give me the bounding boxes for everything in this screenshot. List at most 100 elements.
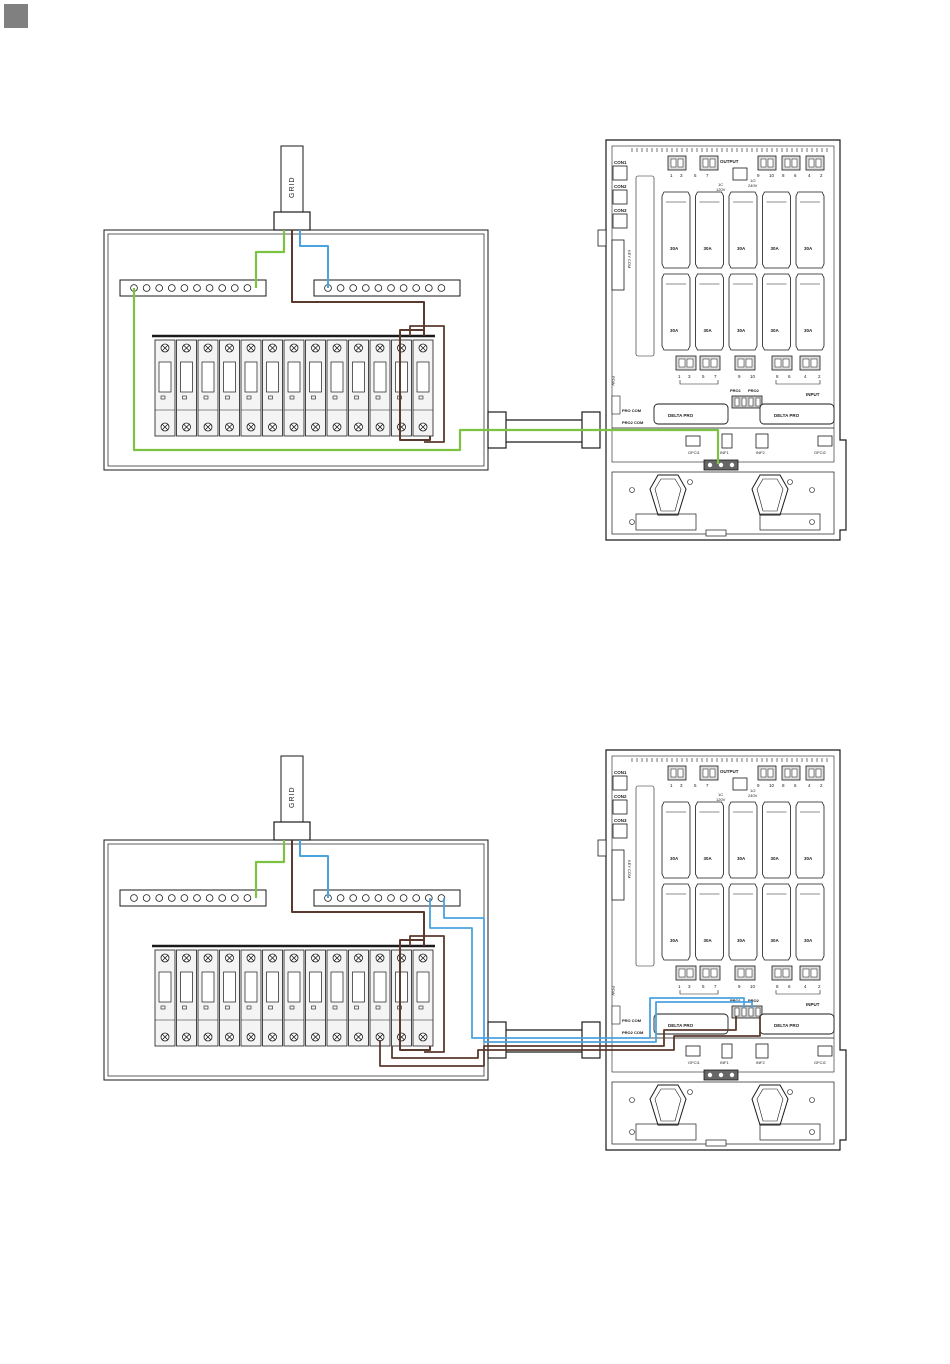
gfci-label-2: GFCI2 bbox=[814, 450, 827, 455]
branch-breaker: 30A bbox=[795, 801, 825, 879]
bus-terminal bbox=[130, 894, 138, 902]
output-label: OUTPUT bbox=[720, 769, 739, 774]
bus-terminal bbox=[155, 894, 164, 902]
bus-terminal bbox=[205, 284, 214, 292]
inf-port bbox=[755, 433, 769, 449]
breaker-rating: 30A bbox=[737, 246, 746, 251]
screw bbox=[809, 487, 815, 493]
input-number: 10 bbox=[750, 374, 756, 379]
grid-fitting bbox=[273, 211, 311, 231]
circuit-breaker bbox=[219, 339, 240, 437]
ct-port bbox=[612, 775, 628, 791]
breaker-rating: 30A bbox=[771, 328, 780, 333]
branch-breaker: 30A bbox=[762, 273, 791, 351]
output-number: 7 bbox=[706, 173, 709, 178]
voltage-label-120: 1C bbox=[718, 182, 723, 187]
breaker-rating: 30A bbox=[737, 328, 746, 333]
branch-breaker: 30A bbox=[695, 273, 724, 351]
ground-bus-bar bbox=[119, 279, 267, 297]
circuit-breaker bbox=[176, 339, 197, 437]
breaker-rating: 30A bbox=[771, 856, 780, 861]
circuit-breaker bbox=[240, 339, 262, 437]
branch-breaker: 30A bbox=[762, 883, 791, 961]
breaker-rating: 30A bbox=[737, 856, 746, 861]
screw bbox=[809, 1097, 815, 1103]
pro-com-port bbox=[611, 1005, 621, 1025]
gfci-port bbox=[685, 1045, 701, 1057]
bus-terminal bbox=[424, 284, 433, 292]
pro-terminal-block bbox=[731, 1005, 763, 1019]
output-number: 1 bbox=[670, 173, 673, 178]
output-number: 3 bbox=[680, 783, 683, 788]
breaker-rating: 30A bbox=[704, 938, 713, 943]
output-number: 5 bbox=[694, 173, 697, 178]
screw bbox=[687, 479, 693, 485]
bus-terminal bbox=[399, 284, 408, 292]
key-com-port bbox=[611, 239, 625, 291]
branch-breaker: 30A bbox=[695, 883, 724, 961]
ct-port-label: CON2 bbox=[614, 794, 627, 799]
bus-terminal bbox=[387, 894, 395, 902]
breaker-rating: 30A bbox=[737, 938, 746, 943]
gfci-port bbox=[685, 435, 701, 447]
breaker-rating: 30A bbox=[804, 856, 813, 861]
screw bbox=[629, 487, 635, 493]
pro-com-port bbox=[611, 395, 621, 415]
branch-breaker: 30A bbox=[661, 883, 691, 961]
circuit-breaker bbox=[197, 949, 219, 1047]
output-connector bbox=[757, 765, 777, 781]
delta-pro-label: DELTA PRO bbox=[774, 1023, 800, 1028]
input-number: 10 bbox=[750, 984, 756, 989]
branch-breaker: 30A bbox=[762, 191, 791, 269]
input-number: 7 bbox=[714, 374, 717, 379]
circuit-breaker bbox=[369, 949, 391, 1047]
breaker-rating: 30A bbox=[670, 246, 679, 251]
bus-terminal bbox=[142, 284, 151, 292]
circuit-breaker bbox=[262, 949, 283, 1047]
branch-breaker: 30A bbox=[728, 191, 758, 269]
voltage-label-120-value: 120V bbox=[716, 187, 726, 192]
breaker-rating: 30A bbox=[804, 938, 813, 943]
knockout bbox=[635, 1123, 697, 1141]
circuit-breaker bbox=[391, 949, 412, 1047]
screw bbox=[787, 1089, 793, 1095]
circuit-breaker bbox=[348, 949, 369, 1047]
bus-terminal bbox=[142, 894, 151, 902]
gfci-port bbox=[817, 1045, 833, 1057]
output-number: 8 bbox=[782, 173, 785, 178]
grid-fitting bbox=[273, 821, 311, 841]
circuit-breaker bbox=[326, 949, 348, 1047]
smart-panel-side-tab bbox=[597, 229, 607, 247]
ct-port-label: CON1 bbox=[614, 160, 627, 165]
bus-terminal bbox=[231, 284, 239, 292]
output-number: 7 bbox=[706, 783, 709, 788]
inf1-label: INF1 bbox=[720, 450, 729, 455]
voltage-label-240: 1/2 bbox=[750, 788, 756, 793]
bus-terminal bbox=[155, 284, 164, 292]
grid-label: GRID bbox=[289, 787, 296, 809]
pro-com-label: PRO COM bbox=[622, 408, 642, 413]
gfci-label-1: GFCI1 bbox=[688, 450, 701, 455]
grid-hot-wire bbox=[291, 230, 425, 336]
hot-wire-1-to-pro bbox=[379, 1016, 737, 1067]
breaker-rating: 30A bbox=[804, 246, 813, 251]
breaker-rating: 30A bbox=[670, 328, 679, 333]
bus-terminal bbox=[231, 894, 239, 902]
bus-terminal bbox=[180, 894, 189, 902]
smart-panel-side-tab bbox=[597, 839, 607, 857]
input-label: INPUT bbox=[806, 392, 820, 397]
input-number: 8 bbox=[776, 984, 779, 989]
branch-breaker: 30A bbox=[795, 191, 825, 269]
input-number: 1 bbox=[678, 374, 681, 379]
branch-breaker: 30A bbox=[795, 883, 825, 961]
breaker-rating: 30A bbox=[771, 938, 780, 943]
delta-pro-label: DELTA PRO bbox=[774, 413, 800, 418]
breaker-rating: 30A bbox=[670, 938, 679, 943]
ct-port bbox=[612, 823, 628, 839]
output-connector bbox=[805, 155, 825, 171]
circuit-breaker bbox=[154, 339, 176, 437]
pro-com-2-label: PRO2 COM bbox=[622, 420, 644, 425]
screw bbox=[629, 1097, 635, 1103]
delta-pro-module bbox=[653, 403, 729, 425]
circuit-breaker bbox=[283, 339, 305, 437]
